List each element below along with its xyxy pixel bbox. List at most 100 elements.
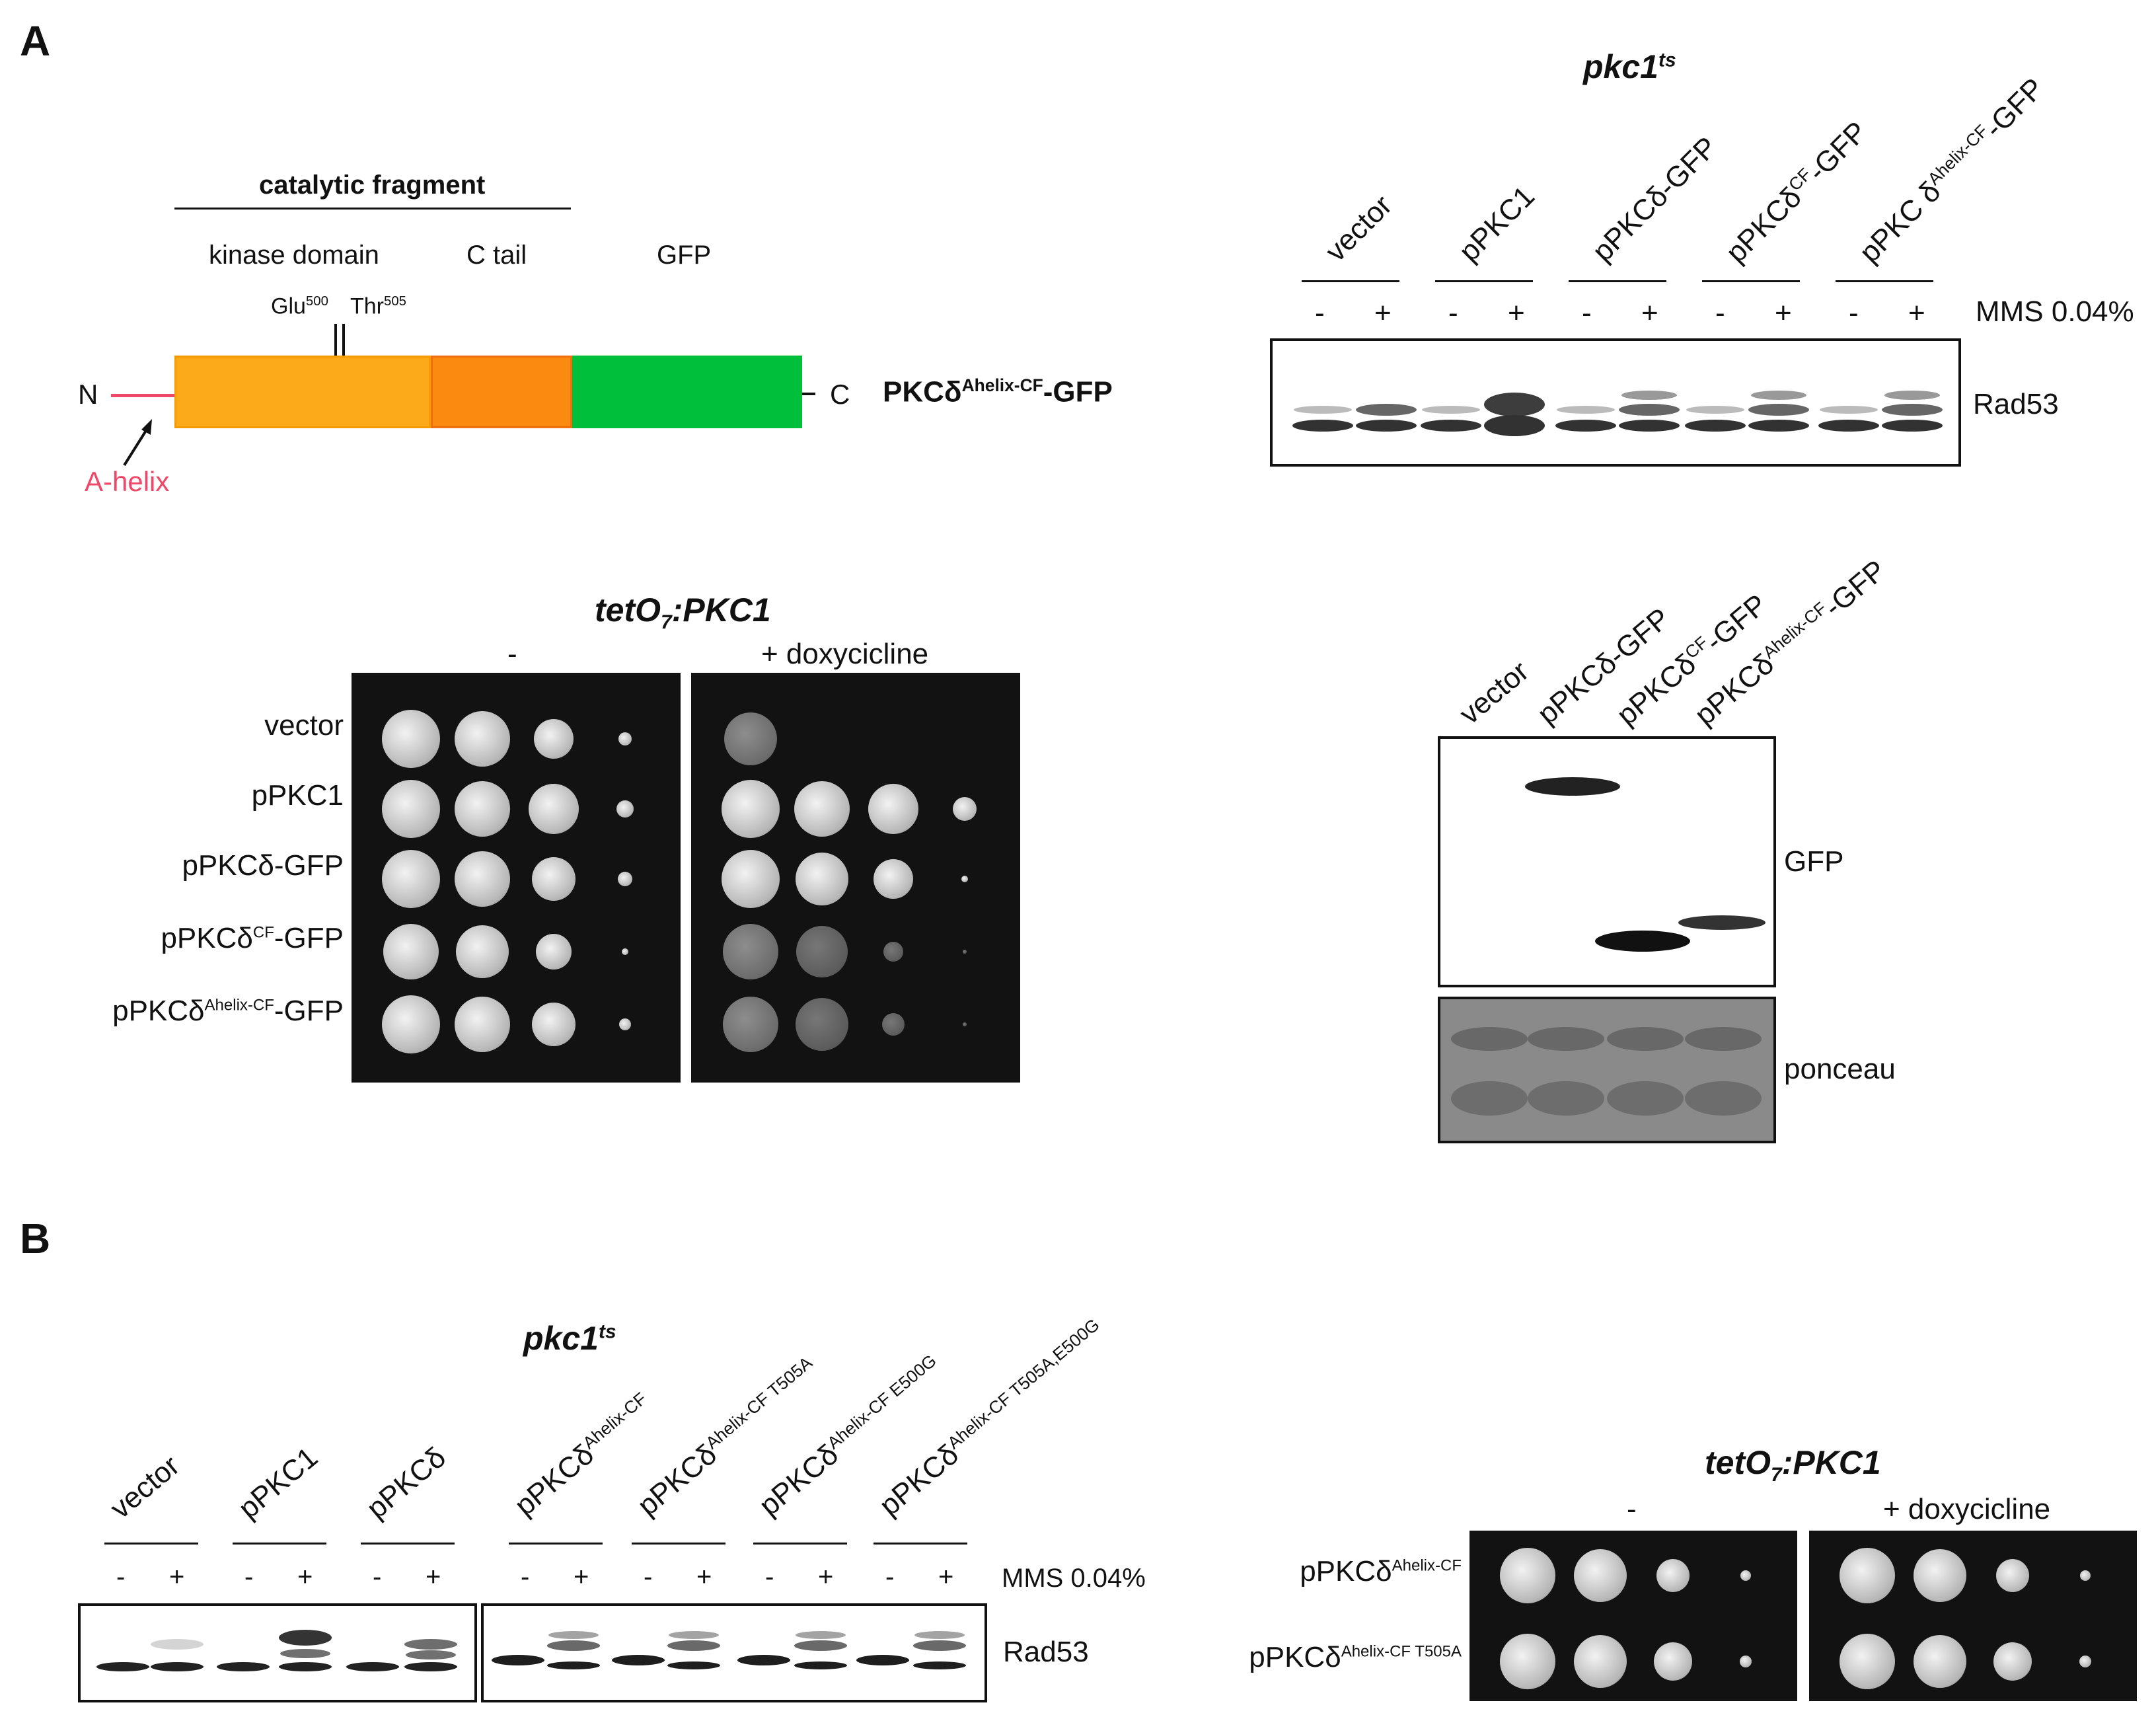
lane-group-bar — [632, 1543, 725, 1545]
lane-group-bar — [874, 1543, 967, 1545]
mms-minus-label: - — [765, 1562, 774, 1591]
lane-group-bar — [361, 1543, 455, 1545]
mms-plus-label: + — [1374, 297, 1392, 329]
mms-plus-label: + — [1641, 297, 1658, 329]
mms-plus-label: + — [1508, 297, 1525, 329]
spot-b-plate-minus — [1469, 1531, 1797, 1701]
gfp-blot-bands — [1525, 777, 1766, 952]
colony-spot — [722, 850, 780, 908]
colony-spot — [1914, 1635, 1966, 1688]
catalytic-fragment-label: catalytic fragment — [259, 171, 486, 200]
lane-label: vector — [104, 1449, 186, 1525]
blot-b-mms-label: MMS 0.04% — [1002, 1564, 1146, 1593]
gfp-domain-label: GFP — [657, 241, 712, 270]
colony-spot — [532, 857, 576, 901]
colony-spot — [456, 925, 509, 978]
colony-spot — [1500, 1634, 1555, 1689]
lane-group-bar — [233, 1543, 326, 1545]
colony-spot — [619, 1018, 631, 1030]
gfp-band-label: GFP — [1784, 845, 1844, 878]
lane-group-bar — [1836, 280, 1933, 282]
blot-b-title: pkc1ts — [523, 1320, 616, 1357]
colony-spot — [455, 781, 510, 837]
spot-a-plate-dox — [691, 673, 1020, 1083]
colony-spot — [1740, 1656, 1752, 1667]
c-tail-box — [431, 356, 572, 428]
c-terminus-tick — [802, 393, 815, 395]
blot-b-membrane-right — [481, 1603, 987, 1702]
mms-plus-label: + — [938, 1562, 954, 1591]
colony-spot — [723, 924, 778, 979]
mms-minus-label: - — [521, 1562, 530, 1591]
mms-minus-label: - — [1315, 297, 1325, 329]
spot-b-row-label: pPKCδAhelix-CF T505A — [1249, 1641, 1462, 1673]
spot-b-title: tetO7:PKC1 — [1705, 1444, 1881, 1486]
colony-spot — [2079, 1656, 2091, 1667]
spot-a-row-label: vector — [264, 709, 344, 742]
spot-a-row-label: pPKCδAhelix-CF-GFP — [112, 995, 344, 1027]
lane-group-bar — [753, 1543, 847, 1545]
mms-plus-label: + — [574, 1562, 589, 1591]
mms-minus-label: - — [1448, 297, 1458, 329]
spot-a-row-label: pPKCδCF-GFP — [161, 922, 344, 954]
kinase-domain-label: kinase domain — [209, 241, 379, 270]
panel-b-letter: B — [20, 1215, 51, 1262]
lane-label: pPKC1 — [1452, 180, 1542, 268]
mms-plus-label: + — [696, 1562, 712, 1591]
mms-minus-label: - — [1849, 297, 1859, 329]
colony-spot — [382, 850, 440, 908]
blot-b-band-label: Rad53 — [1003, 1636, 1089, 1668]
colony-spot — [963, 950, 967, 954]
lane-label: pPKC1 — [232, 1441, 324, 1525]
mms-minus-label: - — [244, 1562, 254, 1591]
colony-spot — [2080, 1570, 2091, 1581]
blot-a-membrane — [1270, 338, 1961, 467]
colony-spot — [1840, 1548, 1895, 1603]
lane-label: pPKCδCF-GFP — [1719, 115, 1874, 270]
spot-a-row-label: pPKCδ-GFP — [182, 849, 344, 882]
panel-a-letter: A — [20, 17, 51, 65]
a-helix-line — [111, 394, 176, 397]
colony-spot — [534, 719, 574, 759]
colony-spot — [529, 784, 579, 834]
blot-a-mms-label: MMS 0.04% — [1976, 295, 2134, 328]
colony-spot — [953, 797, 977, 821]
spot-a-title: tetO7:PKC1 — [595, 591, 771, 633]
thr-site-mark — [342, 324, 345, 356]
colony-spot — [1574, 1635, 1627, 1688]
mms-plus-label: + — [1908, 297, 1925, 329]
lane-label: pPKC δAhelix-CF-GFP — [1853, 71, 2050, 270]
colony-spot — [1740, 1570, 1751, 1581]
colony-spot — [536, 934, 572, 970]
spot-b-minus-label: - — [1627, 1493, 1637, 1525]
blot-a-band-label: Rad53 — [1973, 388, 2059, 420]
spot-b-dox-label: + doxycicline — [1883, 1493, 2051, 1525]
n-terminus-label: N — [78, 379, 98, 410]
lane-group-bar — [1302, 280, 1399, 282]
lane-label: pPKCδ-GFP — [1586, 130, 1724, 268]
colony-spot — [1914, 1549, 1966, 1602]
lane-label: vector — [1453, 654, 1536, 731]
spot-b-plate-dox — [1809, 1531, 2137, 1701]
colony-spot — [1574, 1549, 1627, 1602]
ponceau-stain — [1451, 1027, 1762, 1116]
blot-b-bands-left — [96, 1630, 457, 1671]
blot-a-title: pkc1ts — [1583, 48, 1676, 85]
colony-spot — [874, 859, 913, 899]
blot-b-membrane-left — [78, 1603, 477, 1702]
colony-spot — [532, 1003, 576, 1046]
c-tail-label: C tail — [466, 241, 527, 270]
kinase-domain-box — [174, 356, 431, 428]
glu-site-mark — [334, 324, 337, 356]
thr-label: Thr505 — [350, 293, 407, 319]
spot-a-dox-label: + doxycicline — [761, 638, 929, 670]
colony-spot — [1993, 1642, 2032, 1681]
colony-spot — [382, 710, 440, 768]
blot-a-bands — [1292, 391, 1943, 436]
colony-spot — [796, 998, 848, 1051]
mms-minus-label: - — [116, 1562, 126, 1591]
spot-b-row-label: pPKCδAhelix-CF — [1300, 1555, 1462, 1587]
lane-label: pPKCδAhelix-CF T505A,E500G — [873, 1315, 1103, 1523]
colony-spot — [455, 997, 510, 1052]
colony-spot — [382, 780, 440, 838]
